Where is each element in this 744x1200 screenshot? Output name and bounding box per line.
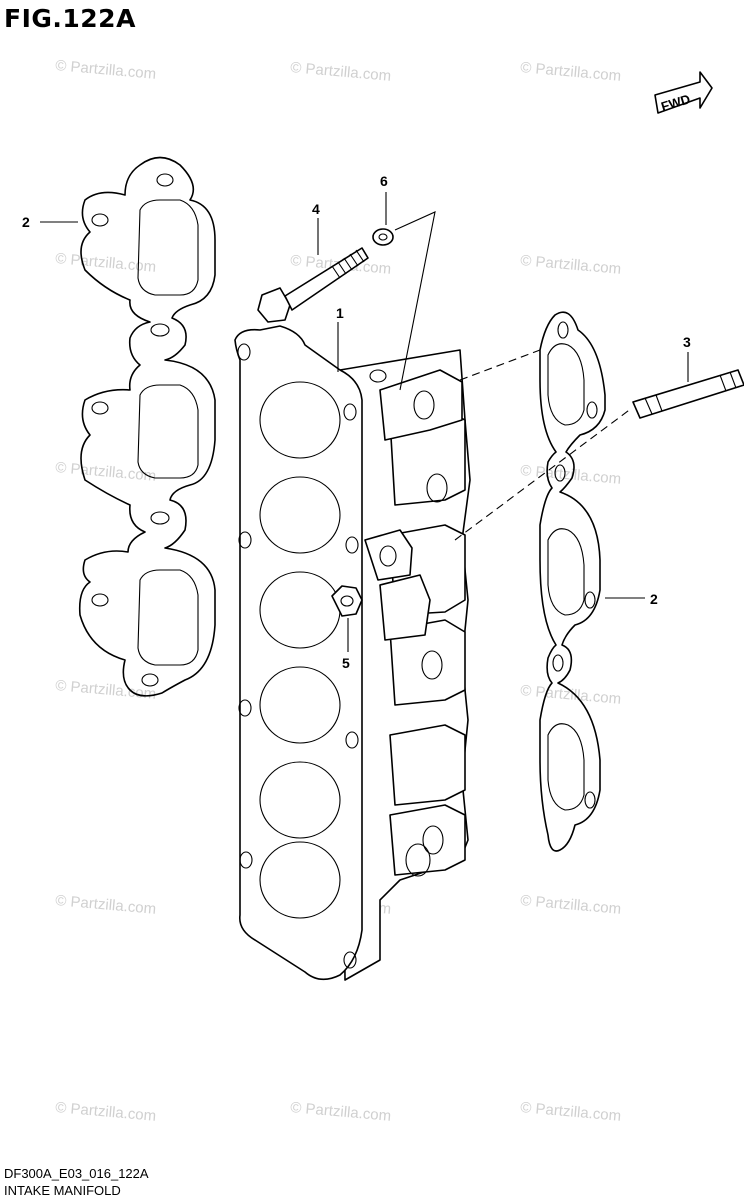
leader-lines	[40, 192, 689, 652]
watermark: © Partzilla.com	[520, 682, 622, 708]
gasket-left	[78, 156, 216, 697]
callout-2-left: 2	[22, 214, 30, 230]
figure-caption: INTAKE MANIFOLD	[4, 1183, 121, 1198]
watermark: © Partzilla.com	[55, 57, 157, 83]
watermark: © Partzilla.com	[290, 59, 392, 85]
manifold-ports	[259, 381, 341, 919]
watermark: © Partzilla.com	[55, 459, 157, 485]
intake-manifold	[234, 325, 471, 981]
watermark: © Partzilla.com	[520, 462, 622, 488]
figure-title: FIG.122A	[4, 4, 136, 33]
figure-code: DF300A_E03_016_122A	[4, 1166, 149, 1181]
callout-3: 3	[683, 334, 691, 350]
watermark: © Partzilla.com	[520, 1099, 622, 1125]
washer	[372, 228, 394, 246]
callout-6: 6	[380, 173, 388, 189]
callouts: 1 2 2 3 4 5 6	[22, 173, 691, 671]
callout-1: 1	[336, 305, 344, 321]
fwd-arrow-icon: FWD	[654, 71, 713, 114]
callout-4: 4	[312, 201, 320, 217]
watermark: © Partzilla.com	[520, 59, 622, 85]
watermark: © Partzilla.com	[55, 1099, 157, 1125]
gasket-right	[539, 311, 606, 852]
callout-2-right: 2	[650, 591, 658, 607]
watermark: © Partzilla.com	[55, 677, 157, 703]
watermark: © Partzilla.com	[520, 252, 622, 278]
watermark: © Partzilla.com	[290, 1099, 392, 1125]
nut	[331, 585, 363, 617]
callout-5: 5	[342, 655, 350, 671]
flange-bolt-holes	[237, 343, 359, 969]
watermark: © Partzilla.com	[520, 892, 622, 918]
stud	[632, 369, 744, 419]
watermark: © Partzilla.com	[55, 892, 157, 918]
watermark: © Partzilla.com	[55, 250, 157, 276]
bolt	[257, 247, 369, 323]
